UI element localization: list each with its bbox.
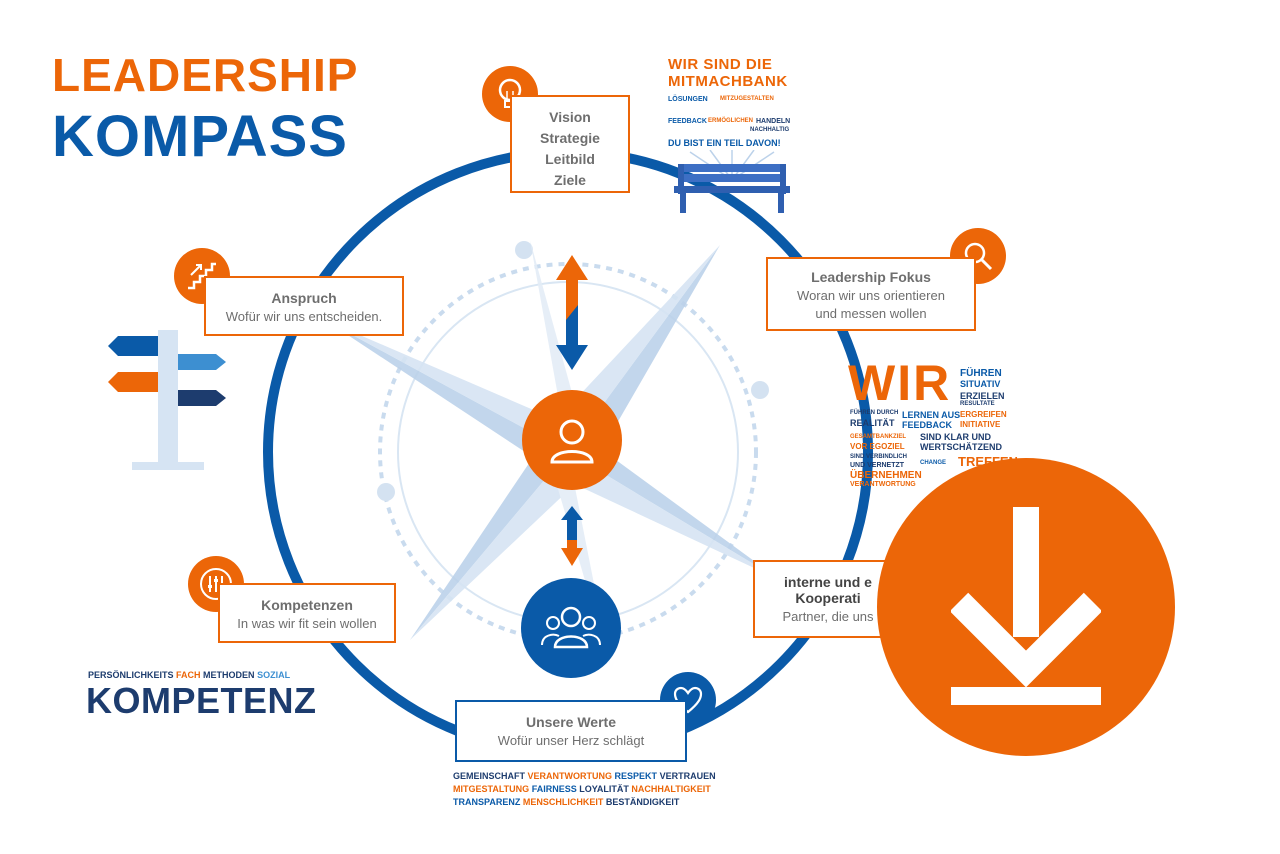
dotted-ring xyxy=(378,262,758,642)
vision-line-3: Leitbild xyxy=(545,151,595,167)
kompetenzen-subtitle: In was wir fit sein wollen xyxy=(237,616,377,631)
wir-word: VERANTWORTUNG xyxy=(850,481,916,488)
werte-word: VERANTWORTUNG xyxy=(527,771,613,781)
wir-word: ERZIELEN xyxy=(960,391,1005,401)
download-icon xyxy=(951,507,1101,705)
title-kompass: KOMPASS xyxy=(52,104,348,169)
mitmachbank-headline-2: MITMACHBANK xyxy=(668,73,788,90)
mitmachbank-word: ERMÖGLICHEN xyxy=(708,118,753,124)
wir-word: FÜHREN DURCH xyxy=(850,410,899,416)
vision-box: Vision Strategie Leitbild Ziele xyxy=(510,95,630,193)
double-arrow-top xyxy=(556,255,588,370)
werte-word: LOYALITÄT xyxy=(579,784,629,794)
wir-word: INITIATIVE xyxy=(960,420,1001,429)
werte-word-cloud: GEMEINSCHAFT VERANTWORTUNG RESPEKT VERTR… xyxy=(453,770,716,810)
wir-big-word: WIR xyxy=(848,355,952,411)
mitmachbank-graphic: WIR SIND DIE MITMACHBANK LÖSUNGEN MITZUG… xyxy=(668,56,798,216)
wir-word-cloud: WIR FÜHREN SITUATIV ERZIELEN RESULTATE F… xyxy=(848,358,1018,492)
download-button[interactable] xyxy=(877,458,1175,756)
werte-word: RESPEKT xyxy=(614,771,658,781)
wir-word: WERTSCHÄTZEND xyxy=(920,442,1002,452)
wir-word: RESULTATE xyxy=(960,401,995,407)
werte-title: Unsere Werte xyxy=(525,714,616,730)
anspruch-subtitle: Wofür wir uns entscheiden. xyxy=(225,309,383,324)
kooperation-title: interne und e xyxy=(784,574,872,590)
wir-word: ÜBERNEHMEN xyxy=(850,470,922,481)
mitmachbank-word: NACHHALTIG xyxy=(750,127,790,133)
title-leadership: LEADERSHIP xyxy=(52,49,359,101)
werte-word: BESTÄNDIGKEIT xyxy=(605,797,680,807)
wir-word: CHANGE xyxy=(920,460,947,466)
werte-word: TRANSPARENZ xyxy=(453,797,521,807)
werte-subtitle: Wofür unser Herz schlägt xyxy=(497,733,645,748)
wir-word: GESAMTBANKZIEL xyxy=(850,434,906,440)
werte-word: FAIRNESS xyxy=(531,784,577,794)
mitmachbank-word: MITZUGESTALTEN xyxy=(720,96,774,102)
anspruch-box: Anspruch Wofür wir uns entscheiden. xyxy=(204,276,404,336)
werte-box: Unsere Werte Wofür unser Herz schlägt xyxy=(455,700,687,762)
person-icon xyxy=(522,390,622,490)
kooperation-subtitle: Partner, die uns xyxy=(782,609,874,624)
werte-word: VERTRAUEN xyxy=(659,771,716,781)
wir-word: SITUATIV xyxy=(960,379,1001,389)
wir-word: VOR EGOZIEL xyxy=(850,442,905,451)
group-icon xyxy=(521,578,621,678)
kompetenz-tag: PERSÖNLICHKEITS xyxy=(88,670,174,680)
kompetenz-tag: METHODEN xyxy=(203,670,255,680)
mitmachbank-headline-1: WIR SIND DIE xyxy=(668,56,773,73)
werte-word: GEMEINSCHAFT xyxy=(453,771,525,781)
double-arrow-bottom xyxy=(561,506,583,566)
wir-word: SIND KLAR UND xyxy=(920,432,991,442)
kompetenz-tags: PERSÖNLICHKEITS FACH METHODEN SOZIAL xyxy=(88,670,290,680)
kompetenz-tag: SOZIAL xyxy=(257,670,291,680)
kompetenz-tag: FACH xyxy=(176,670,201,680)
werte-word: NACHHALTIGKEIT xyxy=(631,784,711,794)
fokus-subtitle-2: und messen wollen xyxy=(815,306,927,321)
kooperation-title-2: Kooperati xyxy=(795,590,861,606)
compass-rose xyxy=(325,240,780,665)
wir-word: REALITÄT xyxy=(850,418,895,428)
werte-word: MITGESTALTUNG xyxy=(453,784,530,794)
wir-word: FÜHREN xyxy=(960,368,1002,379)
kompetenz-word: KOMPETENZ xyxy=(86,680,317,721)
kompetenzen-box: Kompetenzen In was wir fit sein wollen xyxy=(218,583,396,643)
wir-word: SIND VERBINDLICH xyxy=(850,454,908,460)
fokus-title: Leadership Fokus xyxy=(811,269,931,285)
vision-line-4: Ziele xyxy=(554,172,586,188)
wir-word: ERGREIFEN xyxy=(960,410,1007,419)
kompetenzen-title: Kompetenzen xyxy=(261,597,353,613)
mitmachbank-word: FEEDBACK xyxy=(668,118,707,125)
anspruch-title: Anspruch xyxy=(271,290,337,306)
vision-line-2: Strategie xyxy=(540,130,600,146)
fokus-subtitle-1: Woran wir uns orientieren xyxy=(797,288,945,303)
mitmachbank-word: LÖSUNGEN xyxy=(668,96,708,103)
wir-word: LERNEN AUS xyxy=(902,410,961,420)
mitmachbank-footer: DU BIST EIN TEIL DAVON! xyxy=(668,138,781,148)
wir-word: UND VERNETZT xyxy=(850,462,905,469)
vision-line-1: Vision xyxy=(549,109,591,125)
fokus-box: Leadership Fokus Woran wir uns orientier… xyxy=(766,257,976,331)
werte-word: MENSCHLICHKEIT xyxy=(522,797,604,807)
signpost-icon xyxy=(108,330,226,470)
bench-icon xyxy=(674,150,790,213)
wir-word: FEEDBACK xyxy=(902,420,953,430)
mitmachbank-word: HANDELN xyxy=(756,118,791,125)
